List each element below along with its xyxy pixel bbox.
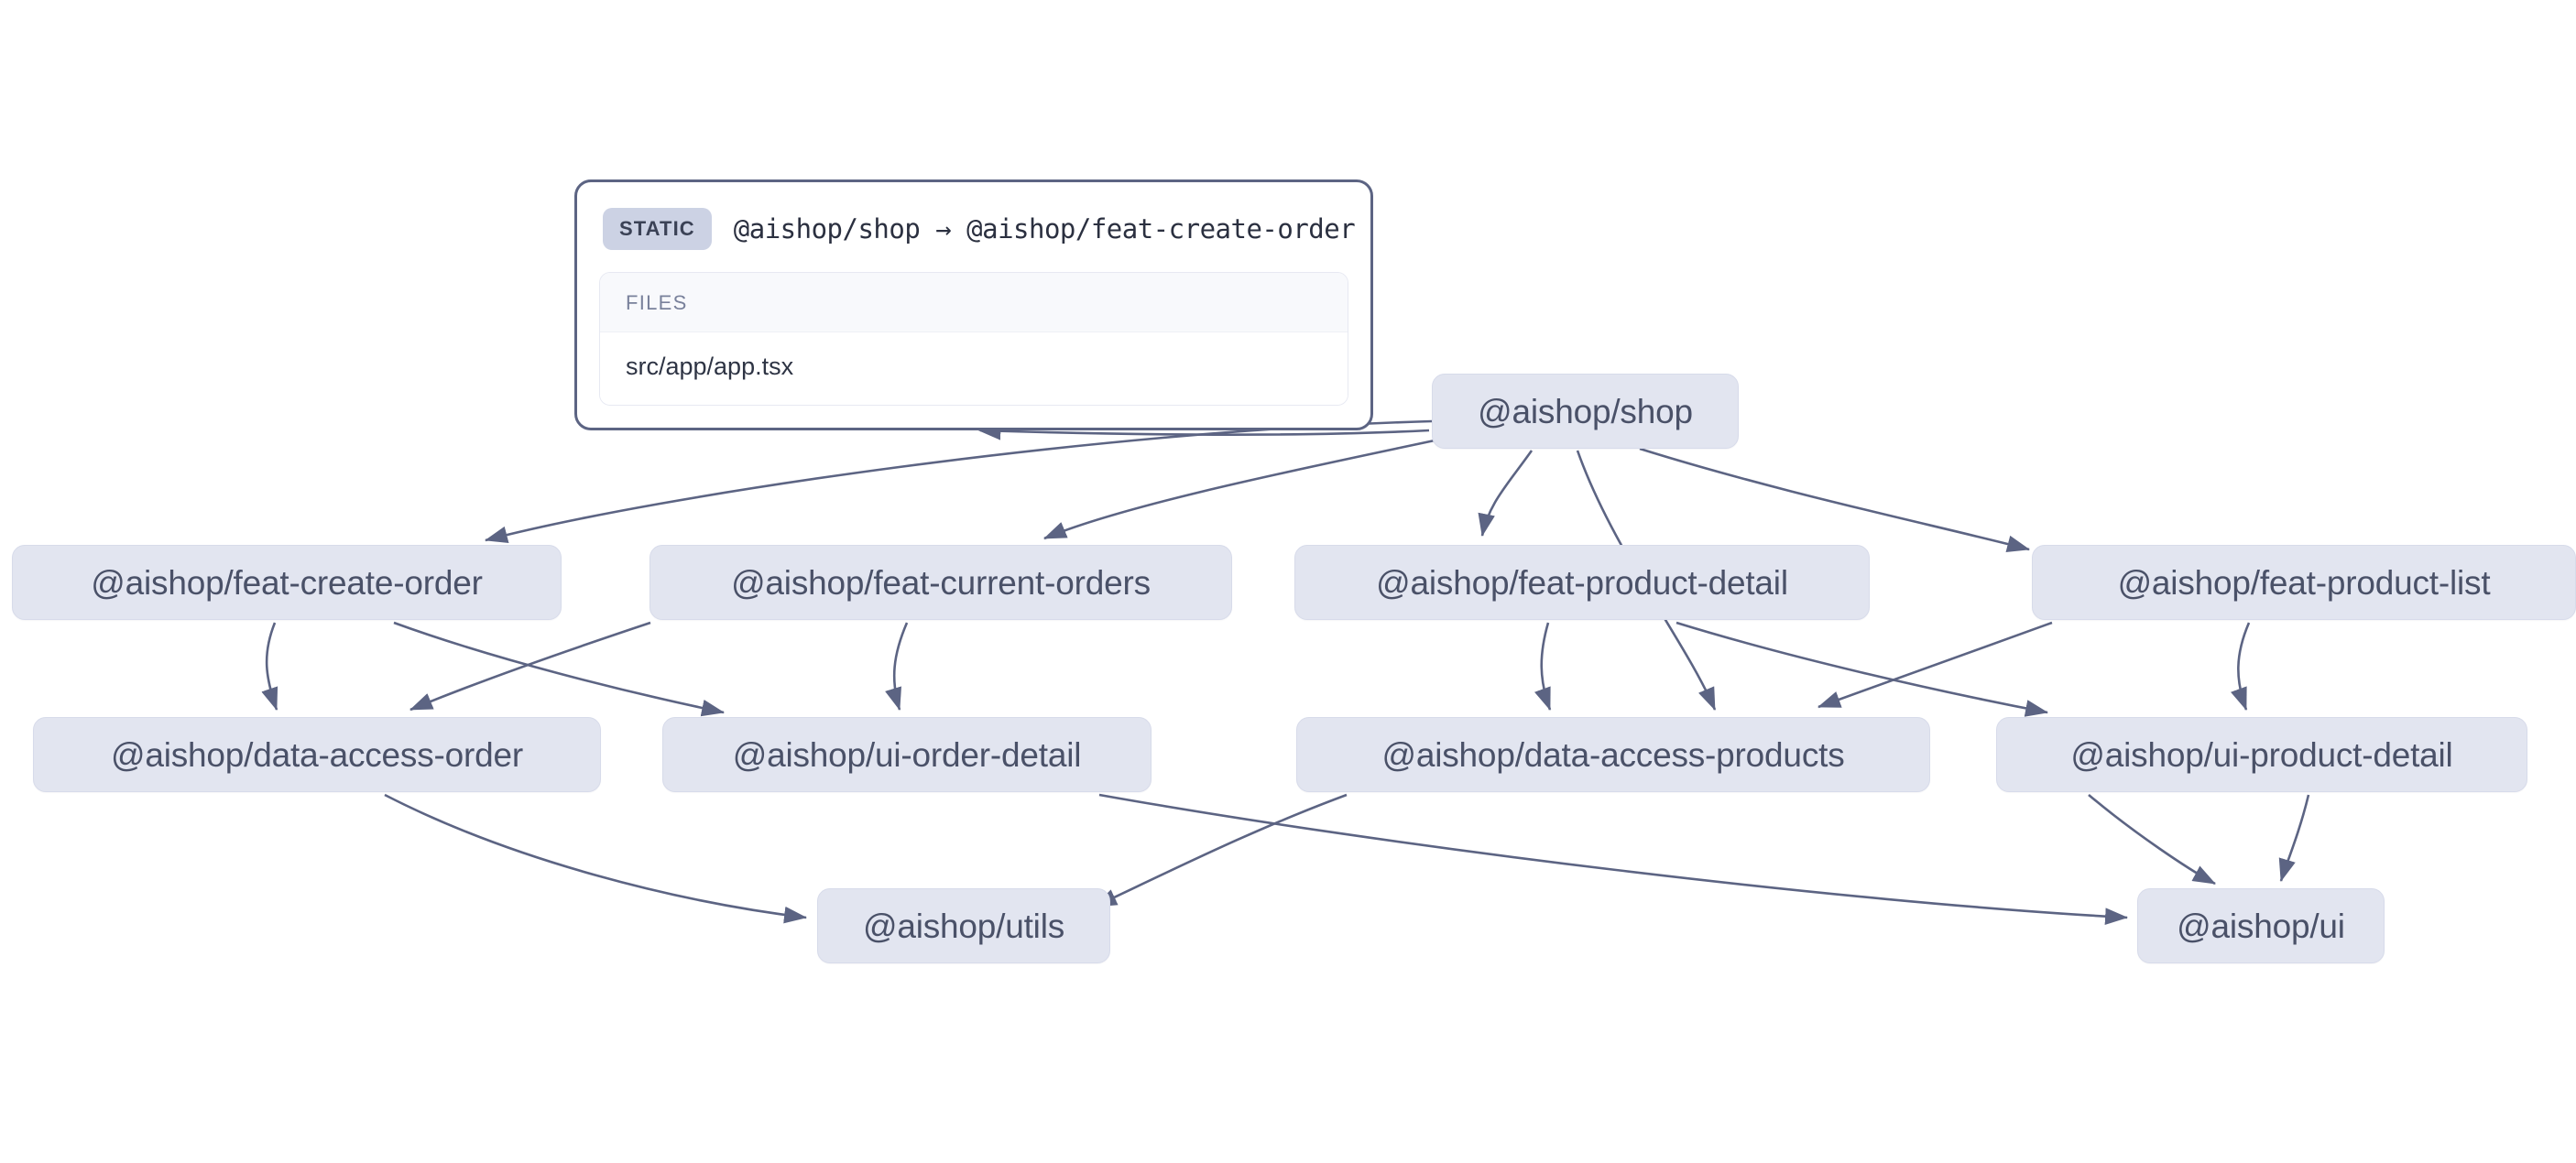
edge-feat-product-detail-to-ui-product-detail (1675, 621, 2049, 717)
edge-data-access-order-to-utils (384, 793, 808, 924)
graph-node-feat-product-list[interactable]: @aishop/feat-product-list (2032, 545, 2576, 620)
tooltip-files-panel: FILES src/app/app.tsx (599, 272, 1348, 406)
graph-node-data-access-products[interactable]: @aishop/data-access-products (1296, 717, 1930, 792)
edge-data-access-products-to-utils (1094, 793, 1348, 908)
edge-ui-product-detail-to-ui (2088, 794, 2216, 886)
graph-node-data-access-order[interactable]: @aishop/data-access-order (33, 717, 601, 792)
status-badge: STATIC (603, 208, 712, 250)
edge-feat-create-order-to-data-access-order (261, 622, 278, 711)
edge-ui-order-detail-to-ui (1098, 793, 2129, 926)
edge-shop-to-feat-product-list (1639, 447, 2031, 552)
graph-node-feat-product-detail[interactable]: @aishop/feat-product-detail (1294, 545, 1870, 620)
edge-feat-product-list-to-data-access-products (1817, 621, 2053, 709)
edge-feat-create-order-to-ui-order-detail (393, 621, 726, 717)
edge-feat-product-list-to-ui-product-detail (2231, 622, 2251, 711)
edge-shop-to-feat-current-orders (1043, 436, 1448, 540)
graph-node-ui[interactable]: @aishop/ui (2137, 888, 2385, 963)
graph-node-ui-order-detail[interactable]: @aishop/ui-order-detail (662, 717, 1152, 792)
graph-node-feat-create-order[interactable]: @aishop/feat-create-order (12, 545, 562, 620)
tooltip-header: STATIC @aishop/shop → @aishop/feat-creat… (599, 202, 1356, 259)
file-list-item[interactable]: src/app/app.tsx (600, 332, 1348, 405)
edge-shop-to-feat-product-detail (1478, 450, 1534, 538)
edge-detail-tooltip: STATIC @aishop/shop → @aishop/feat-creat… (574, 179, 1373, 430)
edge-feat-product-detail-to-data-access-products (1534, 622, 1552, 711)
files-section-label: FILES (600, 273, 1348, 332)
graph-node-shop[interactable]: @aishop/shop (1432, 374, 1739, 449)
edge-pointer-to-tooltip (977, 421, 1430, 440)
graph-node-utils[interactable]: @aishop/utils (817, 888, 1110, 963)
graph-node-ui-product-detail[interactable]: @aishop/ui-product-detail (1996, 717, 2527, 792)
tooltip-title: @aishop/shop → @aishop/feat-create-order (733, 213, 1356, 245)
graph-node-feat-current-orders[interactable]: @aishop/feat-current-orders (649, 545, 1232, 620)
edge-feat-current-orders-to-ui-order-detail (885, 622, 909, 711)
edge-ui-product-detail-right-to-ui (2278, 794, 2310, 882)
edge-shop-to-feat-create-order (484, 419, 1433, 543)
edge-feat-current-orders-to-data-access-order (409, 621, 651, 712)
